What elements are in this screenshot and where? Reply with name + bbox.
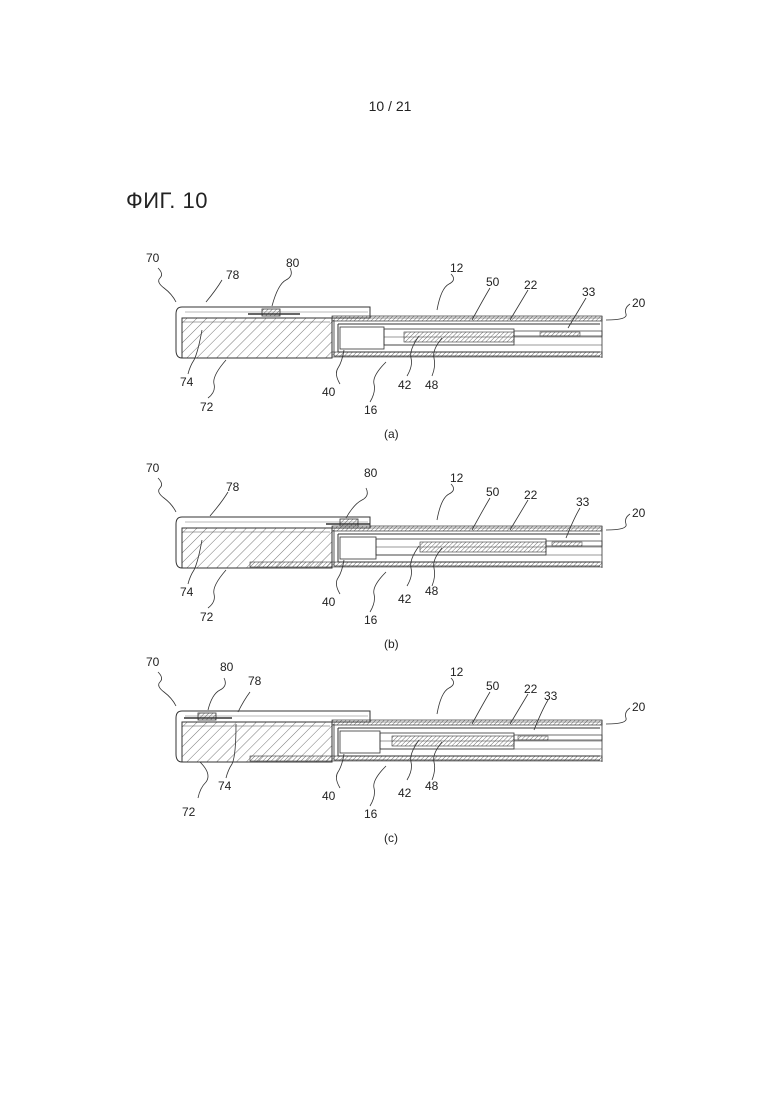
label-22: 22 [524, 682, 538, 696]
label-74: 74 [180, 585, 194, 599]
label-16: 16 [364, 403, 378, 417]
label-72: 72 [200, 610, 214, 624]
label-12: 12 [450, 471, 464, 485]
label-80: 80 [364, 466, 378, 480]
label-74: 74 [180, 375, 194, 389]
label-16: 16 [364, 807, 378, 821]
label-80: 80 [220, 660, 234, 674]
label-70: 70 [146, 461, 160, 475]
label-42: 42 [398, 378, 412, 392]
panel-b: 70 78 80 12 50 22 33 20 74 72 40 16 42 4… [146, 461, 646, 651]
label-33: 33 [576, 495, 590, 509]
label-72: 72 [182, 805, 196, 819]
label-50: 50 [486, 485, 500, 499]
label-16: 16 [364, 613, 378, 627]
label-78: 78 [248, 674, 262, 688]
label-48: 48 [425, 584, 439, 598]
panel-a: 70 78 80 12 50 22 33 20 74 72 40 16 42 4… [146, 251, 646, 441]
label-20: 20 [632, 506, 646, 520]
label-48: 48 [425, 378, 439, 392]
caption-c: (c) [384, 831, 398, 845]
label-50: 50 [486, 679, 500, 693]
label-33: 33 [582, 285, 596, 299]
label-22: 22 [524, 488, 538, 502]
label-12: 12 [450, 261, 464, 275]
label-48: 48 [425, 779, 439, 793]
label-40: 40 [322, 595, 336, 609]
label-70: 70 [146, 655, 160, 669]
caption-a: (a) [384, 427, 399, 441]
label-72: 72 [200, 400, 214, 414]
label-12: 12 [450, 665, 464, 679]
label-78: 78 [226, 480, 240, 494]
label-74: 74 [218, 779, 232, 793]
label-20: 20 [632, 700, 646, 714]
label-42: 42 [398, 592, 412, 606]
caption-b: (b) [384, 637, 399, 651]
label-70: 70 [146, 251, 160, 265]
panel-c: 70 80 78 12 50 22 33 20 72 74 40 16 42 4… [146, 655, 646, 845]
label-80: 80 [286, 256, 300, 270]
label-33: 33 [544, 689, 558, 703]
label-42: 42 [398, 786, 412, 800]
label-78: 78 [226, 268, 240, 282]
label-20: 20 [632, 296, 646, 310]
label-40: 40 [322, 789, 336, 803]
label-40: 40 [322, 385, 336, 399]
label-50: 50 [486, 275, 500, 289]
label-22: 22 [524, 278, 538, 292]
